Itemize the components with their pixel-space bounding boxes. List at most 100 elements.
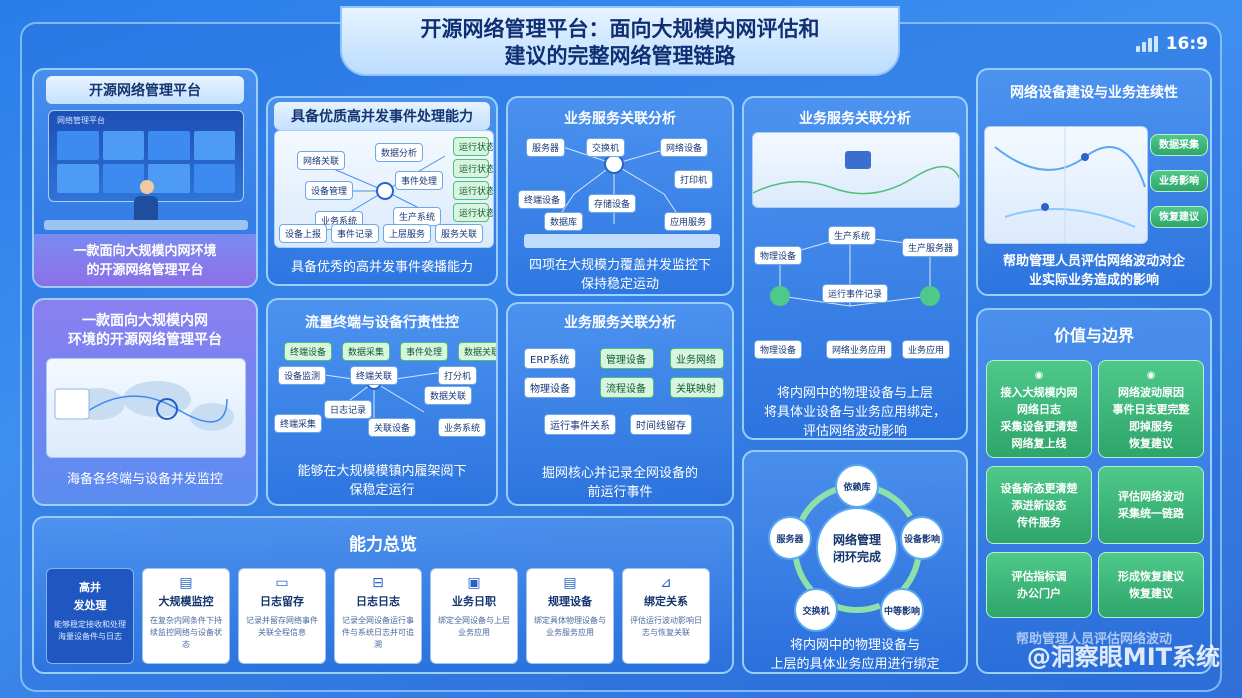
- value-card-2-l4: 恢复建议: [1129, 436, 1173, 450]
- biz2-box-mapping: 关联映射: [670, 377, 724, 398]
- biz3-caption-line-3: 评估网络波动影响: [802, 424, 907, 439]
- panel-traffic: 流量终端与设备行责性控 终端设备 数据采集 事件处理 数据关联 设备监测 终端关…: [266, 298, 498, 506]
- value-card-1-l1: 接入大规模内网: [1000, 385, 1078, 399]
- overview-card-7-desc: 评估运行波动影响日志与恢复关联: [630, 616, 702, 637]
- title-line-2: 建议的完整网络管理链路: [504, 44, 736, 68]
- biz1-node-8: 应用服务: [664, 212, 713, 231]
- biz1-caption-line-1: 四项在大规模力覆盖并发监控下: [528, 258, 711, 273]
- signal-bars-icon: [1135, 36, 1158, 52]
- loop-caption: 将内网中的物理设备与 上层的具体业务应用进行绑定: [744, 636, 966, 672]
- traffic-chip-4: 数据关联: [458, 342, 496, 361]
- value-card-4-l1: 评估网络波动: [1118, 490, 1184, 503]
- biz3-node-7: 业务应用: [902, 340, 951, 359]
- biz1-title: 业务服务关联分析: [564, 111, 676, 127]
- overview-card-4: ⊟ 日志日志 记录全网设备运行事件与系统日志并可追溯: [334, 568, 422, 664]
- value-card-6-l1: 形成恢复建议: [1118, 570, 1184, 583]
- biz3-title: 业务服务关联分析: [799, 111, 911, 127]
- biz1-links: [553, 143, 685, 225]
- overview-card-3: ▭ 日志留存 记录并留存网络事件关联全程信息: [238, 568, 326, 664]
- ring-node-2: 设备影响: [900, 516, 944, 560]
- value-card-2-l1: 网络波动原因: [1118, 385, 1184, 399]
- impact-caption-line-1: 帮助管理人员评估网络波动对企: [1002, 254, 1185, 269]
- overview-card-4-title: 日志日志: [356, 595, 400, 608]
- traffic-chip-3: 事件处理: [400, 342, 449, 361]
- value-footer: 帮助管理人员评估网络波动: [1015, 632, 1172, 647]
- concurrency-node-2: 数据分析: [375, 143, 424, 162]
- concurrency-diagram: 网络关联 数据分析 设备管理 事件处理 业务系统 生产系统 运行状态 运行状态 …: [274, 130, 494, 248]
- biz2-diagram: ERP系统 物理设备 管理设备 流程设备 业务网络 关联映射 运行事件关系 时间…: [518, 344, 726, 435]
- log-icon: ⊟: [372, 575, 384, 591]
- side-item-4: 运行状态: [453, 203, 493, 222]
- overview-card-5: ▣ 业务日职 绑定全网设备与上层业务应用: [430, 568, 518, 664]
- loop-center-line-2: 闭环完成: [832, 550, 881, 564]
- concurrency-caption: 具备优秀的高并发事件袭播能力: [290, 260, 473, 275]
- concurrency-bottom-tabs: 设备上报 事件记录 上层服务 服务关联: [279, 224, 484, 243]
- biz3-wave-icon: [753, 151, 959, 195]
- biz3-node-2: 生产系统: [828, 226, 877, 245]
- traffic-caption: 能够在大规模模镇内履架阅下 保稳定运行: [268, 462, 496, 500]
- ring-node-5: 服务器: [768, 516, 812, 560]
- traffic-node-2: 终端关联: [350, 366, 399, 385]
- overview-card-1-desc: 能够稳定接收和处理海量设备件与日志: [54, 620, 126, 641]
- impact-title: 网络设备建设与业务连续性: [1010, 85, 1178, 101]
- biz2-right-col: 业务网络 关联映射: [670, 348, 724, 398]
- overview-card-2: ▤ 大规模监控 在复杂内网条件下持续监控网络与设备状态: [142, 568, 230, 664]
- biz2-left-col: ERP系统 物理设备: [524, 348, 576, 398]
- value-card-1-l3: 采集设备更清楚: [1000, 419, 1078, 433]
- bottom-tab-2: 事件记录: [331, 224, 380, 243]
- biz1-node-5: 终端设备: [518, 190, 567, 209]
- document-icon: ▤: [563, 575, 577, 591]
- value-card-1-l2: 网络日志: [1017, 402, 1061, 416]
- concurrency-title: 具备优质高并发事件处理能力: [274, 102, 490, 130]
- impact-tag-3: 恢复建议: [1150, 206, 1208, 228]
- value-card-3-l2: 添进新设态: [1011, 498, 1067, 512]
- biz2-box-erp: ERP系统: [524, 348, 576, 369]
- watermark: @洞察眼MIT系统: [1026, 643, 1220, 671]
- platform-caption-line-2: 的开源网络管理平台: [86, 263, 204, 278]
- impact-tag-1: 数据采集: [1150, 134, 1208, 156]
- panel-biz-1: 业务服务关联分析 交换机 服务器 网络设备 打印机 终端设备 存储设备 数据库 …: [506, 96, 734, 296]
- value-card-2-l2: 事件日志更完整: [1112, 402, 1190, 416]
- biz3-caption: 将内网中的物理设备与上层 将具体业设备与业务应用绑定， 评估网络波动影响: [744, 384, 966, 439]
- biz2-link-1: 运行事件关系: [544, 414, 616, 435]
- desk: [44, 220, 248, 230]
- ring-node-1: 依赖库: [835, 464, 879, 508]
- biz2-title: 业务服务关联分析: [564, 315, 676, 331]
- traffic-chips: 终端设备 数据采集 事件处理 数据关联: [284, 342, 496, 361]
- value-card-5-l1: 评估指标调: [1011, 570, 1067, 583]
- value-card-3-l3: 传件服务: [1017, 515, 1061, 529]
- overview-card-6: ▤ 规理设备 绑定具体物理设备与业务服务应用: [526, 568, 614, 664]
- biz2-mid-col: 管理设备 流程设备: [600, 348, 654, 398]
- biz3-node-1: 物理设备: [754, 246, 803, 265]
- traffic-node-4: 数据关联: [424, 386, 473, 405]
- ratio-text: 16:9: [1165, 34, 1208, 54]
- biz1-caption: 四项在大规模力覆盖并发监控下 保持稳定运动: [508, 256, 732, 294]
- biz1-caption-line-2: 保持稳定运动: [580, 277, 659, 292]
- value-card-2: ◉ 网络波动原因 事件日志更完整 即掉服务 恢复建议: [1098, 360, 1204, 458]
- biz1-node-3: 网络设备: [660, 138, 709, 157]
- overview-card-6-title: 规理设备: [548, 595, 592, 608]
- concurrency-node-1: 网络关联: [297, 151, 346, 170]
- panel-overview: 能力总览 高并 发处理 能够稳定接收和处理海量设备件与日志 ▤ 大规模监控 在复…: [32, 516, 734, 674]
- platform2-title-line-1: 一款面向大规模内网: [82, 313, 208, 329]
- platform2-title-line-2: 环境的开源网络管理平台: [68, 332, 222, 348]
- overview-card-1: 高并 发处理 能够稳定接收和处理海量设备件与日志: [46, 568, 134, 664]
- traffic-title: 流量终端与设备行责性控: [305, 315, 459, 331]
- biz1-devices: [524, 234, 720, 248]
- bottom-tab-1: 设备上报: [279, 224, 328, 243]
- biz2-box-manage: 管理设备: [600, 348, 654, 369]
- impact-tag-2: 业务影响: [1150, 170, 1208, 192]
- link-icon: ⊿: [660, 575, 672, 591]
- impact-map: [984, 126, 1148, 244]
- value-card-1-l4: 网络复上线: [1011, 436, 1067, 450]
- value-card-3: 设备新态更清楚 添进新设态 传件服务: [986, 466, 1092, 544]
- world-map-screen: [46, 358, 246, 458]
- screen-icon: ▭: [275, 575, 289, 591]
- biz2-links: 运行事件关系 时间线留存: [544, 414, 692, 435]
- biz3-diagram: 物理设备 生产系统 生产服务器 运行事件记录 物理设备 网络业务应用 业务应用: [750, 216, 964, 376]
- traffic-node-7: 关联设备: [368, 418, 417, 437]
- overview-title: 能力总览: [349, 535, 417, 555]
- impact-tags: 数据采集 业务影响 恢复建议: [1150, 134, 1208, 228]
- biz2-box-flow: 流程设备: [600, 377, 654, 398]
- panel-platform: 开源网络管理平台 网络管理平台 一款面向大规模内网环境 的开源网络管理平台: [32, 68, 258, 288]
